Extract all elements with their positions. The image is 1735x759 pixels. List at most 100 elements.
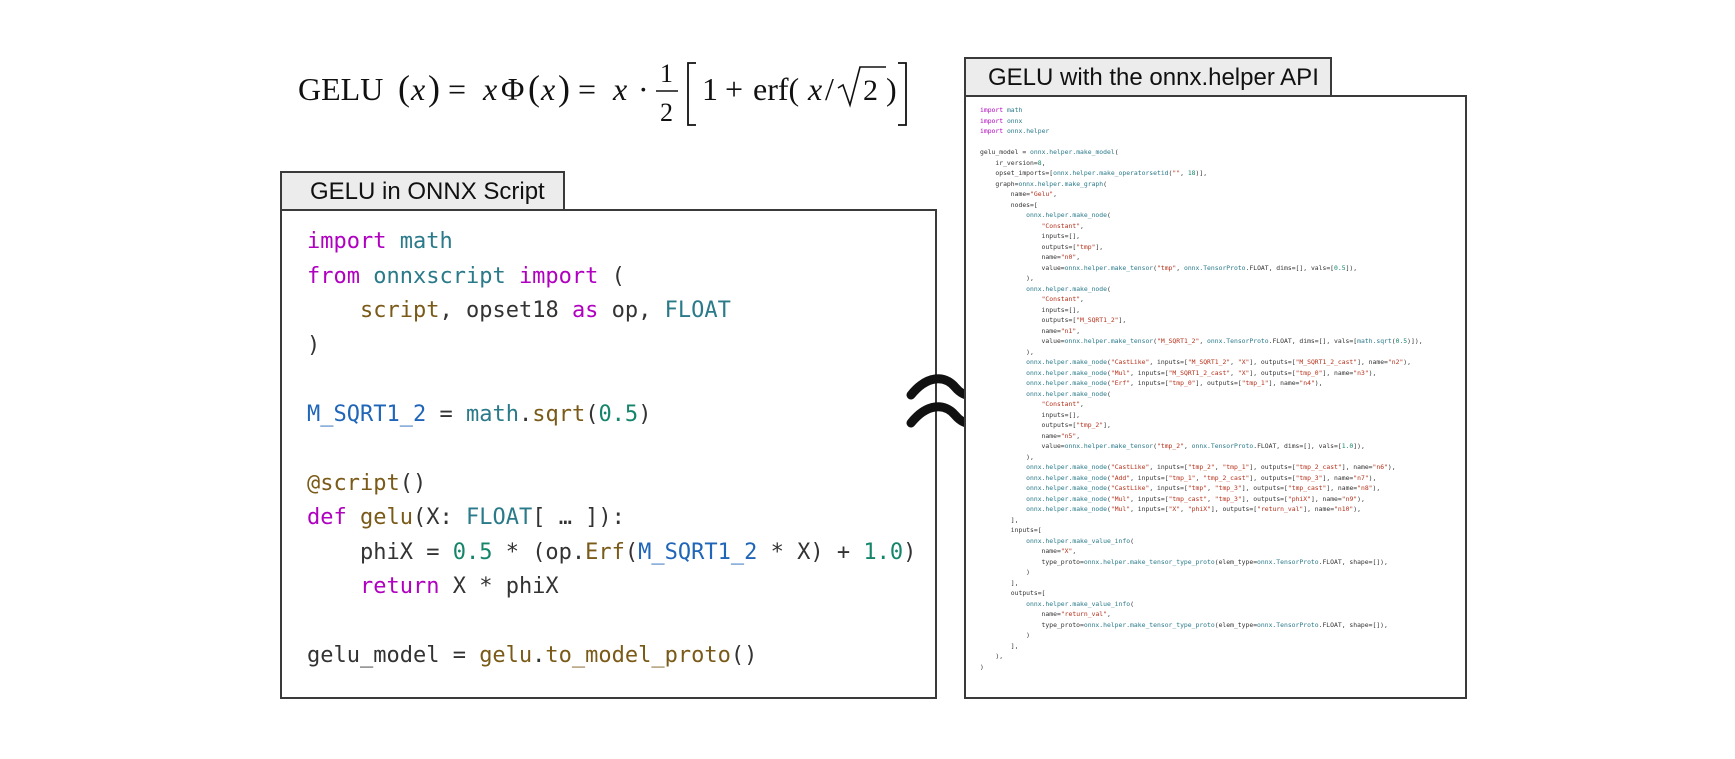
code-token: ,: [1053, 190, 1057, 198]
code-token: [980, 474, 1026, 482]
onnx-helper-code-line: onnx.helper.make_node("CastLike", inputs…: [980, 357, 1423, 368]
onnx-helper-code-line: ),: [980, 452, 1423, 463]
code-token: (: [1106, 505, 1111, 513]
code-token: "tmp_2": [1157, 442, 1184, 450]
code-token: X * phiX: [439, 574, 559, 599]
code-token: (: [624, 539, 639, 565]
code-token: [980, 600, 1026, 608]
code-token: )],: [1195, 169, 1208, 177]
code-token: graph=: [980, 179, 1019, 188]
code-token: "tmp_1": [1241, 379, 1269, 387]
code-token: ]),: [1353, 442, 1365, 450]
code-token: )]),: [1407, 337, 1423, 345]
code-token: ], name=: [1268, 379, 1300, 387]
code-token: ],: [980, 515, 1019, 524]
code-token: value=: [980, 263, 1065, 272]
onnx-helper-code-line: inputs=[],: [980, 305, 1423, 316]
code-token: onnx.helper.make_operatorsetid: [1053, 169, 1169, 177]
code-token: [980, 505, 1026, 513]
code-token: (: [585, 401, 599, 427]
code-token: as: [571, 298, 599, 323]
code-token: [980, 537, 1026, 545]
code-token: script: [359, 298, 440, 323]
code-token: [559, 298, 572, 323]
code-token: "n7": [1353, 473, 1369, 482]
code-token: ], name=: [1303, 505, 1335, 513]
code-token: ],: [1103, 421, 1111, 429]
code-token: onnx.helper.make_node: [1026, 484, 1107, 492]
code-token: (: [1391, 337, 1396, 345]
code-token: ): [307, 332, 321, 358]
code-token: ,: [1080, 221, 1084, 230]
code-token: [980, 211, 1026, 219]
code-token: onnx.TensorProto: [1257, 620, 1319, 629]
onnx-script-code-line: ): [307, 329, 916, 364]
onnx-helper-code-line: ): [980, 630, 1423, 641]
code-token: 0.5: [452, 539, 493, 565]
onnx-helper-code-line: name="Gelu",: [980, 189, 1423, 200]
code-token: "n9": [1341, 494, 1358, 503]
code-token: "tmp_3": [1214, 494, 1242, 503]
onnx-helper-code-line: ),: [980, 651, 1423, 662]
code-token: onnx.helper.make_node: [1026, 379, 1107, 387]
code-token: ,: [1106, 610, 1111, 618]
code-token: (: [1153, 442, 1158, 450]
code-token: value=: [980, 337, 1065, 345]
code-token: name=: [980, 610, 1061, 618]
code-token: "tmp_3": [1214, 484, 1242, 492]
code-token: ,: [1072, 547, 1077, 555]
code-token: [980, 379, 1026, 387]
code-token: (elem_type=: [1214, 620, 1258, 629]
code-token: import: [980, 127, 1004, 135]
code-token: inputs=[: [980, 526, 1042, 534]
code-token: "M_SQRT1_2_cast": [1168, 368, 1231, 377]
code-token: [ … ]):: [532, 505, 625, 530]
code-token: from: [307, 263, 360, 289]
formula-bracket-close: [898, 62, 907, 126]
code-token: "n8": [1357, 484, 1373, 492]
code-token: "tmp": [1187, 484, 1208, 492]
code-token: [980, 222, 1042, 230]
code-token: ),: [1368, 368, 1377, 377]
code-token: "M_SQRT1_2": [1187, 358, 1231, 366]
code-token: ], outputs=[: [1249, 368, 1296, 377]
code-token: (: [1106, 473, 1111, 482]
code-token: ], name=: [1322, 473, 1354, 482]
code-token: ),: [1314, 379, 1323, 387]
code-token: ,: [1207, 484, 1215, 492]
code-token: (: [1106, 211, 1111, 219]
onnx-script-code-line: M_SQRT1_2 = math.sqrt(0.5): [307, 398, 916, 433]
onnx-script-code-line: def gelu(X: FLOAT[ … ]):: [307, 501, 916, 536]
formula-frac-den: 2: [660, 98, 673, 127]
code-token: FLOAT: [465, 505, 533, 530]
code-token: ): [980, 568, 1031, 576]
code-token: ,: [1180, 505, 1188, 513]
code-token: (: [1130, 536, 1134, 545]
code-token: return: [359, 574, 440, 599]
onnx-helper-code-line: import onnx.helper: [980, 126, 1423, 137]
onnx-script-code-line: phiX = 0.5 * (op.Erf(M_SQRT1_2 * X) + 1.…: [307, 536, 916, 571]
code-token: ], outputs=[: [1210, 505, 1258, 513]
code-token: "Mul": [1110, 505, 1131, 513]
code-token: ): [980, 662, 984, 671]
code-token: math.sqrt: [1357, 337, 1392, 345]
formula-dot: ·: [638, 71, 649, 107]
onnx-script-code-line: gelu_model = gelu.to_model_proto(): [307, 639, 916, 674]
code-token: onnx.TensorProto: [1257, 557, 1319, 566]
gelu-formula: GELU ( x ) = x Φ ( x ) = x · 1 2 1 + erf…: [298, 55, 918, 135]
code-token: ],: [1118, 316, 1127, 324]
code-token: .FLOAT, dims=[], vals=[: [1245, 263, 1335, 272]
code-token: .: [518, 401, 533, 427]
formula-frac-num: 1: [660, 59, 673, 88]
code-token: [980, 390, 1026, 398]
code-token: "n4": [1299, 379, 1315, 387]
code-token: "X": [1237, 358, 1250, 366]
code-token: "Gelu": [1030, 190, 1054, 198]
code-token: onnx.helper.make_tensor_type_proto: [1083, 557, 1215, 566]
code-token: onnx.helper.make_value_info: [1026, 599, 1131, 608]
code-token: [347, 505, 360, 530]
onnx-helper-code-line: ): [980, 662, 1423, 673]
code-token: (: [1106, 358, 1111, 366]
code-token: onnx.helper.make_node: [1026, 389, 1107, 398]
